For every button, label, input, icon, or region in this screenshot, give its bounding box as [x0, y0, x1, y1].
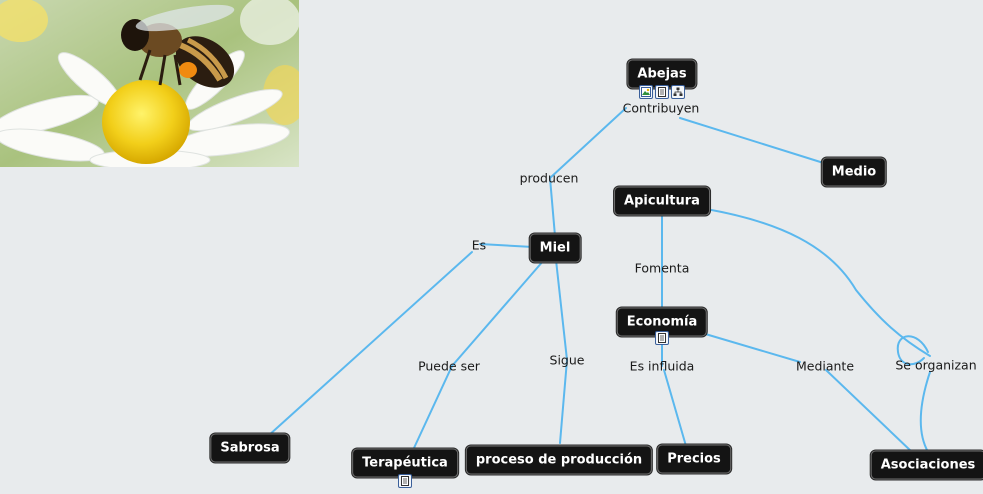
bee-photo [0, 0, 299, 167]
node-asociaciones[interactable]: Asociaciones [870, 450, 983, 480]
terapeutica-resource-icons [398, 474, 412, 488]
link-line [267, 251, 473, 437]
link-line [549, 177, 556, 237]
node-apicultura[interactable]: Apicultura [614, 186, 710, 216]
link-line [705, 208, 931, 357]
node-miel[interactable]: Miel [529, 233, 581, 263]
label-mediante[interactable]: Mediante [795, 358, 855, 374]
abejas-resource-icons [639, 85, 685, 99]
document-icon[interactable] [655, 85, 669, 99]
label-es[interactable]: Es [471, 237, 487, 253]
label-sigue[interactable]: Sigue [549, 352, 585, 368]
node-economia[interactable]: Economía [616, 307, 708, 337]
submap-icon[interactable] [671, 85, 685, 99]
link-line [896, 335, 929, 366]
link-line [555, 259, 568, 361]
image-icon[interactable] [639, 85, 653, 99]
link-line [559, 359, 568, 444]
node-terapeutica[interactable]: Terapéutica [352, 448, 458, 478]
node-precios[interactable]: Precios [657, 444, 731, 474]
document-icon[interactable] [398, 474, 412, 488]
label-se-organizan[interactable]: Se organizan [895, 357, 977, 373]
document-icon[interactable] [655, 331, 669, 345]
label-fomenta[interactable]: Fomenta [634, 260, 690, 276]
link-line [451, 259, 545, 367]
economia-resource-icons [655, 331, 669, 345]
link-line [679, 117, 831, 166]
link-line [549, 107, 627, 179]
link-line [825, 369, 913, 453]
link-line [479, 243, 534, 248]
label-contribuyen[interactable]: Contribuyen [622, 100, 700, 116]
node-medio[interactable]: Medio [821, 157, 887, 187]
label-puede-ser[interactable]: Puede ser [418, 358, 480, 374]
link-line [413, 365, 453, 449]
node-proceso[interactable]: proceso de producción [465, 445, 653, 475]
label-producen[interactable]: producen [519, 170, 579, 186]
node-sabrosa[interactable]: Sabrosa [210, 433, 290, 463]
link-line [701, 332, 801, 363]
label-es-influida[interactable]: Es influida [629, 358, 695, 374]
link-line [663, 369, 687, 447]
link-line [919, 371, 931, 453]
